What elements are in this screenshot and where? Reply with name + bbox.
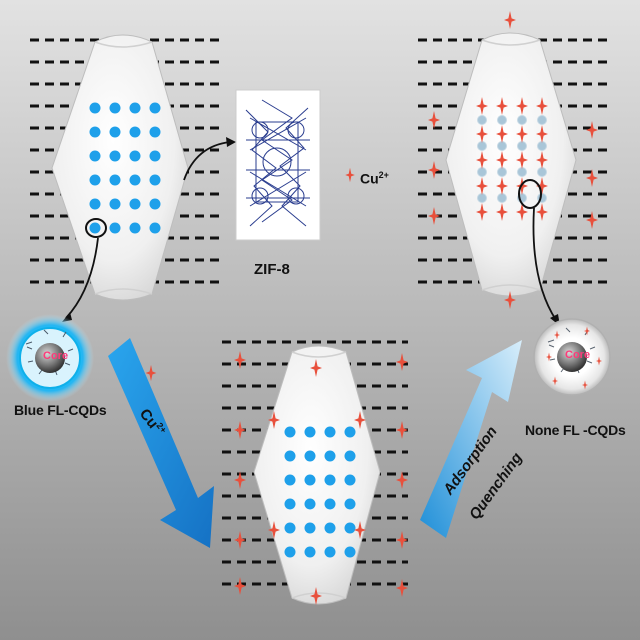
pointer-arrow-to-zif8: [183, 141, 231, 181]
core-label-left: Core: [43, 350, 69, 362]
blue-fl-cqds-label: Blue FL-CQDs: [14, 402, 107, 418]
pointer-arrow-to-blue-cqd: [65, 237, 99, 319]
zif8-crystal-cu-exposed: [253, 345, 381, 605]
cu-addition-arrow: [108, 338, 214, 548]
zif8-framework-icon: [235, 89, 321, 241]
pointer-arrow-to-none-cqd: [532, 207, 557, 321]
cu-legend-charge: 2+: [378, 170, 389, 180]
cu-ion-legend-label: Cu2+: [360, 170, 389, 187]
zif8-crystal-adsorbed: [445, 32, 577, 297]
cqd-dot-array-pristine: [89, 102, 161, 234]
zif8-label: ZIF-8: [254, 261, 290, 278]
core-label-right: Core: [565, 349, 591, 361]
blue-fl-cqd-icon: [6, 314, 94, 402]
zif8-crystal-pristine: [51, 34, 189, 301]
none-fl-cqds-label: None FL -CQDs: [525, 422, 626, 438]
cu-legend-symbol: Cu: [360, 170, 379, 187]
cqd-dot-array-bottom: [284, 426, 356, 558]
adsorption-quenching-arrow: [420, 340, 522, 538]
none-fl-cqd-icon: [533, 318, 611, 396]
cu-ion-star-icon: [345, 167, 355, 183]
highlight-circle-left: [85, 218, 107, 238]
highlight-circle-right: [518, 179, 542, 209]
